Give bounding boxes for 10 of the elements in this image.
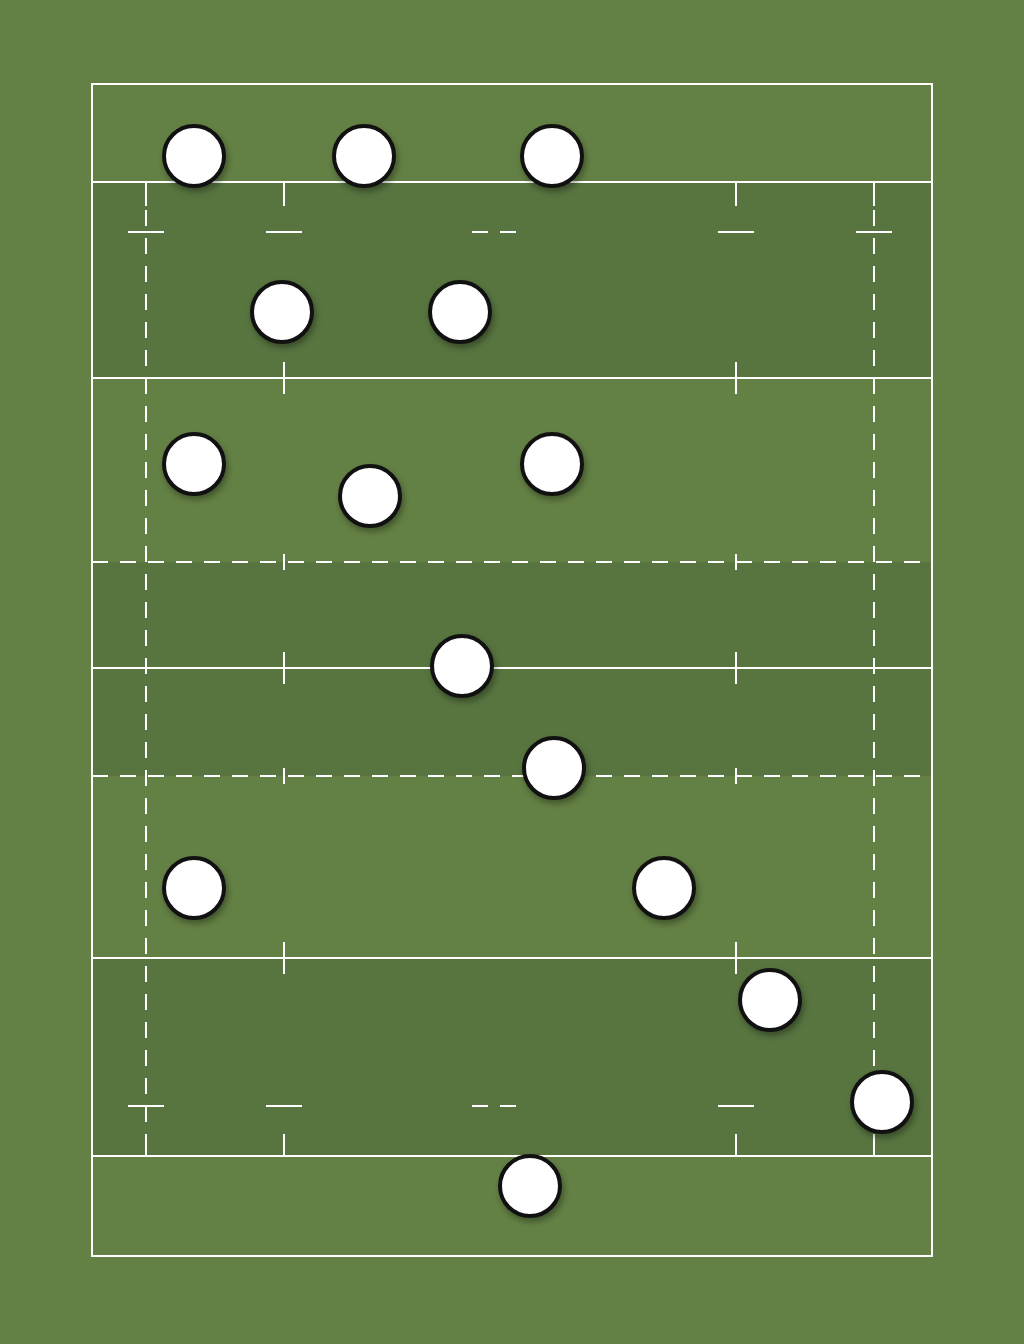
player-circle (520, 432, 584, 496)
player-circle (338, 464, 402, 528)
player-circle (498, 1154, 562, 1218)
player-circle (522, 736, 586, 800)
player-circle (162, 856, 226, 920)
player-circle (632, 856, 696, 920)
player-circle (520, 124, 584, 188)
player-circle (162, 124, 226, 188)
player-circle (332, 124, 396, 188)
player-circle (162, 432, 226, 496)
